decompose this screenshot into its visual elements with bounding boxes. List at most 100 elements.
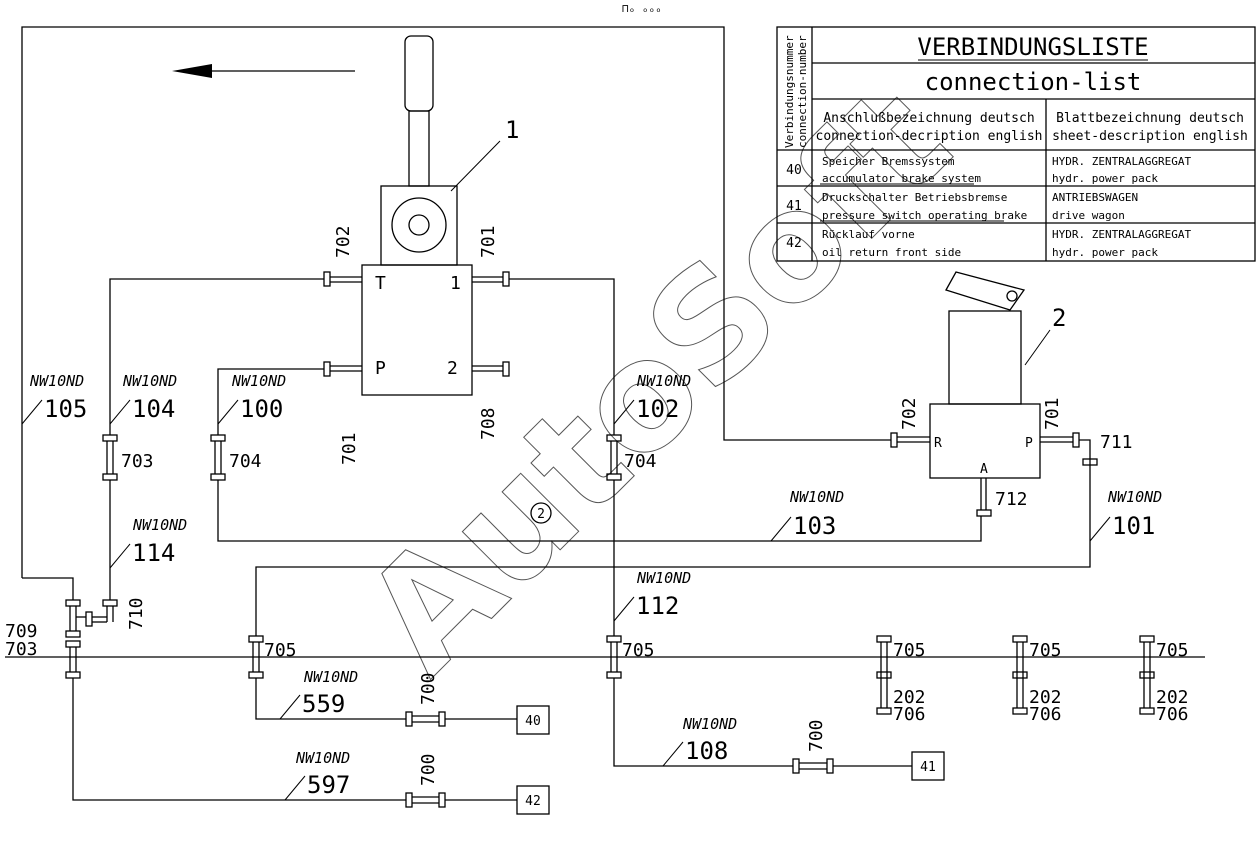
table-title-en: connection-list: [925, 68, 1142, 96]
fitting-label: 202: [1156, 687, 1189, 708]
pipe-network: [5, 26, 1205, 801]
line-number: 102: [636, 395, 679, 423]
port-p2-label: P: [1025, 436, 1033, 451]
circled-marker: 2: [530, 502, 552, 524]
fitting-label: 703: [5, 639, 38, 660]
table-col2-header-1: Blattbezeichnung deutsch: [1056, 111, 1244, 126]
svg-text:42: 42: [525, 794, 541, 809]
fitting-labels: 703 704 701 708 704 711 709 703 710 705 …: [5, 407, 1189, 786]
nw-label: NW10ND: [231, 372, 286, 390]
line-number: 101: [1112, 512, 1155, 540]
coupler-709: [65, 599, 81, 638]
nw-label: NW10ND: [636, 372, 691, 390]
table-row-sheet-de: HYDR. ZENTRALAGGREGAT: [1052, 228, 1191, 241]
table-col1-header-1: Anschlußbezeichnung deutsch: [823, 111, 1034, 126]
table-row-no: 42: [786, 236, 802, 251]
component-1-hand-valve: 1 T 1 P 2 702 701: [323, 35, 519, 396]
nw-label: NW10ND: [789, 488, 844, 506]
fitting-label: 202: [893, 687, 926, 708]
port-r-label: R: [934, 436, 942, 451]
table-row-sheet-en: hydr. power pack: [1052, 172, 1158, 185]
fitting-label: 704: [229, 451, 262, 472]
port-p-label: P: [375, 358, 386, 379]
connector-box-40: 40: [516, 705, 550, 735]
line-number: 100: [240, 395, 283, 423]
coupler-700a: [405, 711, 446, 727]
table-row-no: 40: [786, 163, 802, 178]
port-2-label: 2: [447, 358, 458, 379]
fitting-label: 702: [899, 397, 920, 430]
fitting-label: 706: [1029, 704, 1062, 725]
line-number: 105: [44, 395, 87, 423]
table-row-desc-de: Speicher Bremssystem: [822, 155, 955, 168]
nw-label: NW10ND: [295, 749, 350, 767]
table-row-sheet-en: hydr. power pack: [1052, 246, 1158, 259]
coupler-700c: [405, 792, 446, 808]
fitting-label: 701: [339, 432, 360, 465]
coupler-703b: [65, 640, 81, 679]
connector-box-41: 41: [911, 751, 945, 781]
fitting-label: 706: [893, 704, 926, 725]
table-side-label-1: Verbindungsnummer: [783, 35, 796, 148]
port-t-label: T: [375, 273, 386, 294]
nw-label: NW10ND: [1107, 488, 1162, 506]
coupler-705c: [876, 635, 892, 715]
coupler-710: [76, 599, 118, 627]
fitting-label: 701: [478, 225, 499, 258]
coupler-700b: [792, 758, 834, 774]
svg-text:40: 40: [525, 714, 541, 729]
fitting-label: 708: [478, 407, 499, 440]
coupler-703: [102, 434, 118, 481]
coupler-704b: [606, 434, 622, 481]
top-mark: ⊓ₒ ₒₒₒ: [622, 2, 662, 15]
table-row-sheet-de: ANTRIEBSWAGEN: [1052, 191, 1138, 204]
fitting-label: 705: [622, 640, 655, 661]
connection-list-table: VERBINDUNGSLISTE connection-list Verbind…: [776, 26, 1256, 262]
table-side-label-2: connection-number: [796, 35, 809, 148]
coupler-705a: [248, 635, 264, 679]
fitting-label: 706: [1156, 704, 1189, 725]
table-col1-header-2: connection-decription english: [816, 129, 1043, 144]
component-1-label: 1: [505, 116, 519, 144]
component-2-label: 2: [1052, 304, 1066, 332]
fitting-label: 705: [893, 640, 926, 661]
port-1-label: 1: [450, 273, 461, 294]
fitting-label: 705: [1029, 640, 1062, 661]
line-number: 112: [636, 592, 679, 620]
fitting-label: 700: [806, 719, 827, 752]
coupler-705d: [1012, 635, 1028, 715]
fitting-label: 710: [126, 597, 147, 630]
table-row-sheet-de: HYDR. ZENTRALAGGREGAT: [1052, 155, 1191, 168]
line-labels: NW10ND 105 NW10ND 104 NW10ND 100 NW10ND …: [21, 372, 1162, 801]
nw-label: NW10ND: [303, 668, 358, 686]
fitting-label: 703: [121, 451, 154, 472]
component-2-pressure-switch: 2 R P A 702 701 712: [890, 271, 1080, 517]
port-a-label: A: [980, 462, 988, 477]
nw-label: NW10ND: [29, 372, 84, 390]
line-number: 114: [132, 539, 175, 567]
table-row-desc-en: pressure switch operating brake: [822, 209, 1027, 222]
coupler-704a: [210, 434, 226, 481]
nw-label: NW10ND: [682, 715, 737, 733]
fitting-label: 712: [995, 489, 1028, 510]
table-row-desc-en: accumulator brake system: [822, 172, 981, 185]
table-row-desc-de: Rücklauf vorne: [822, 228, 915, 241]
line-number: 108: [685, 737, 728, 765]
table-row-desc-de: Druckschalter Betriebsbremse: [822, 191, 1007, 204]
line-number: 559: [302, 690, 345, 718]
fitting-label: 700: [418, 753, 439, 786]
fitting-label: 705: [264, 640, 297, 661]
direction-arrow-icon: [172, 64, 355, 78]
fitting-label: 704: [624, 451, 657, 472]
line-number: 104: [132, 395, 175, 423]
svg-text:2: 2: [537, 507, 545, 522]
svg-text:41: 41: [920, 760, 936, 775]
table-title-de: VERBINDUNGSLISTE: [917, 33, 1148, 61]
fitting-label: 709: [5, 621, 38, 642]
fitting-label: 701: [1042, 397, 1063, 430]
coupler-711: [1082, 458, 1098, 466]
connector-box-42: 42: [516, 785, 550, 815]
fitting-label: 702: [333, 225, 354, 258]
fitting-label: 202: [1029, 687, 1062, 708]
